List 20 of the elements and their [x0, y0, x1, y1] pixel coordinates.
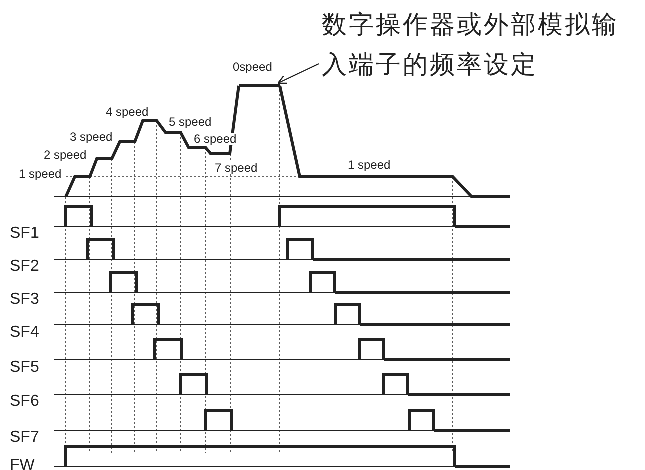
speed-label: 5 speed: [169, 116, 212, 128]
speed-label: 0speed: [233, 61, 272, 73]
speed-label: 3 speed: [70, 131, 113, 143]
signal-label: SF4: [10, 325, 40, 341]
signal-label: FW: [10, 458, 35, 470]
speed-plateau: [239, 84, 280, 88]
speed-label: 1 speed: [19, 168, 62, 180]
signal-label: SF6: [10, 394, 40, 410]
signal-label: SF5: [10, 360, 40, 376]
speed-label: 7 speed: [215, 162, 258, 174]
speed-label: 2 speed: [44, 149, 87, 161]
signal-label: SF7: [10, 430, 40, 446]
annotation-text: 数字操作器或外部模拟输入端子的频率设定: [322, 6, 645, 86]
speed-label: 1 speed: [348, 159, 391, 171]
signal-label: SF3: [10, 292, 40, 308]
signal-label: SF2: [10, 259, 40, 275]
leader-line: [278, 63, 320, 84]
speed-label: 6 speed: [194, 133, 237, 145]
speed-label: 4 speed: [106, 106, 149, 118]
signal-label: SF1: [10, 226, 40, 242]
